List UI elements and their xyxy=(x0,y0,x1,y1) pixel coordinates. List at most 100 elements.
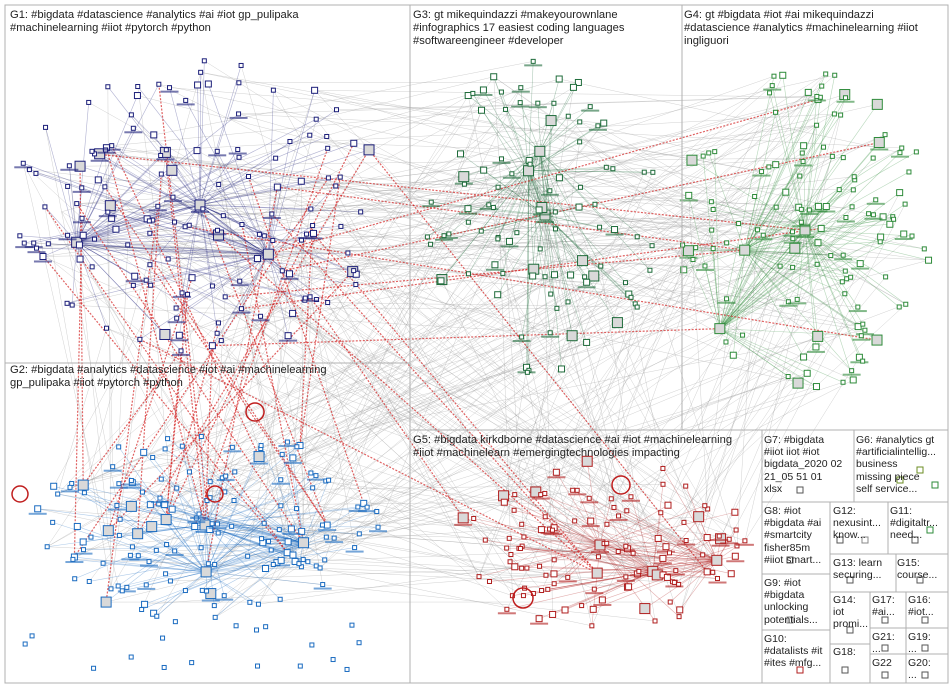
network-node xyxy=(182,224,188,230)
edge-within-group xyxy=(744,94,846,251)
edge-within-group xyxy=(199,177,329,206)
edge-between-groups xyxy=(568,116,743,336)
network-node xyxy=(777,263,783,269)
network-node xyxy=(530,58,536,64)
edge-within-group xyxy=(744,250,804,358)
edge-between-groups xyxy=(89,297,306,582)
network-node xyxy=(871,334,883,346)
network-node xyxy=(140,448,148,456)
edge-within-group xyxy=(744,207,799,251)
network-node xyxy=(33,245,39,251)
node-label-bar xyxy=(720,542,739,545)
node-label-bar xyxy=(511,105,530,108)
edge-between-groups xyxy=(559,177,718,579)
network-node xyxy=(611,504,617,510)
network-node xyxy=(198,545,204,551)
edge-within-group xyxy=(719,97,846,329)
edge-within-group xyxy=(35,173,269,255)
network-node xyxy=(75,241,83,249)
edge-between-groups xyxy=(501,158,705,506)
edge-within-group xyxy=(66,253,269,304)
edge-between-groups xyxy=(218,322,294,556)
network-node xyxy=(320,582,326,588)
network-node xyxy=(322,557,328,563)
network-node xyxy=(514,230,520,236)
network-node xyxy=(167,85,173,91)
edge-within-group xyxy=(744,241,881,251)
network-node xyxy=(289,551,297,559)
network-node xyxy=(838,112,844,118)
network-node xyxy=(69,302,75,308)
edge-between-groups xyxy=(698,336,818,517)
node-label-bar xyxy=(512,340,531,343)
node-label-bar xyxy=(73,221,92,224)
edge-within-group xyxy=(76,155,161,243)
edge-within-group xyxy=(528,170,551,333)
network-node xyxy=(817,224,825,232)
node-label-bar xyxy=(666,573,685,576)
edge-within-group xyxy=(199,82,240,206)
edge-between-groups xyxy=(149,220,545,494)
network-node xyxy=(175,331,183,339)
node-label-bar xyxy=(33,260,52,263)
network-node xyxy=(158,171,164,177)
network-node xyxy=(821,144,827,150)
node-label-bar xyxy=(711,544,730,547)
edge-between-groups xyxy=(88,102,562,370)
network-node xyxy=(424,234,430,240)
edge-between-groups xyxy=(593,250,689,277)
network-node xyxy=(511,563,519,571)
edge-between-groups xyxy=(292,216,893,459)
edge-within-group xyxy=(599,505,705,546)
network-node xyxy=(73,522,81,530)
network-node xyxy=(896,189,904,197)
edge-within-group xyxy=(176,253,269,319)
network-node xyxy=(105,84,111,90)
edge-between-groups xyxy=(306,233,844,256)
network-node xyxy=(519,521,525,527)
network-node xyxy=(505,237,513,245)
edge-within-group xyxy=(618,551,653,572)
network-node xyxy=(625,583,633,591)
edge-between-groups xyxy=(511,173,699,517)
edge-within-group xyxy=(506,560,717,610)
edge-between-groups xyxy=(594,304,906,590)
node-label-bar xyxy=(228,152,247,155)
network-node xyxy=(338,223,344,229)
edge-between-groups xyxy=(238,113,902,149)
network-node xyxy=(686,154,698,166)
edge-between-groups xyxy=(528,96,817,171)
network-node xyxy=(604,521,610,527)
edge-within-group xyxy=(744,216,893,251)
network-node xyxy=(310,485,316,491)
network-node xyxy=(231,498,237,504)
edge-within-group xyxy=(132,542,304,548)
network-node xyxy=(166,164,178,176)
network-node xyxy=(330,657,336,663)
edge-between-groups xyxy=(377,386,817,528)
network-node xyxy=(842,268,848,274)
group-label-g8: G8: #iot #bigdata #ai #smartcity fisher8… xyxy=(764,505,822,566)
edge-between-groups xyxy=(107,86,112,589)
edge-within-group xyxy=(199,109,337,206)
edge-within-group xyxy=(539,151,653,246)
edge-within-group xyxy=(221,254,269,341)
edge-within-group xyxy=(509,151,541,242)
edge-between-groups xyxy=(218,207,494,324)
network-node xyxy=(72,576,78,582)
highlight-edge xyxy=(137,149,370,535)
network-node xyxy=(552,468,560,476)
edge-within-group xyxy=(268,225,313,255)
network-node xyxy=(148,282,154,288)
edge-within-group xyxy=(199,204,218,334)
network-node xyxy=(772,161,780,169)
network-node xyxy=(156,81,162,87)
highlight-edge xyxy=(111,145,260,457)
network-node xyxy=(159,328,171,340)
edge-within-group xyxy=(597,571,653,574)
network-node xyxy=(794,296,800,302)
edge-between-groups xyxy=(232,166,769,448)
network-node xyxy=(102,184,108,190)
edge-between-groups xyxy=(166,149,486,541)
edge-within-group xyxy=(218,184,269,255)
